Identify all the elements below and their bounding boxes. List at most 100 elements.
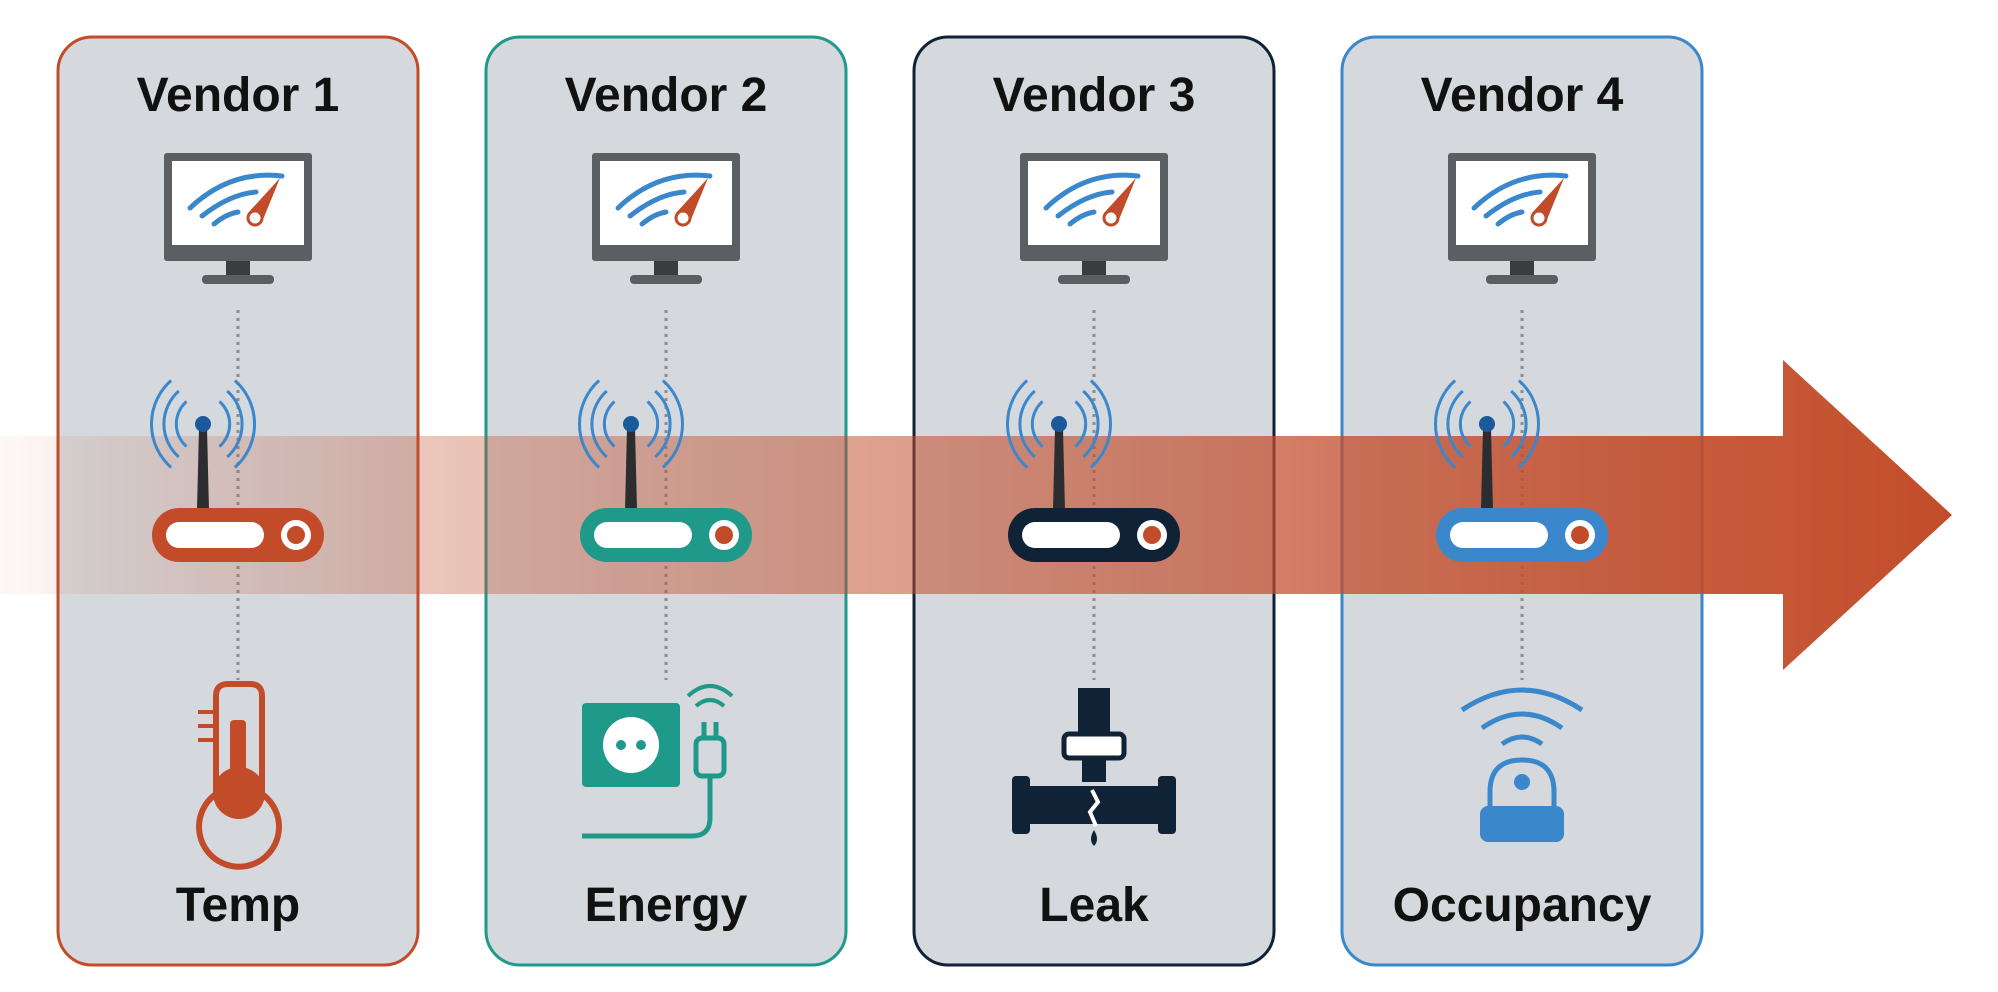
presence-sensor-base bbox=[1480, 806, 1564, 842]
monitor-neck bbox=[226, 261, 250, 277]
pipe-valve-neck bbox=[1082, 758, 1106, 782]
monitor-base bbox=[1058, 275, 1130, 284]
gauge-arc-middle bbox=[199, 189, 259, 219]
vendor-3-title: Vendor 3 bbox=[992, 69, 1196, 122]
presence-wave-inner bbox=[1500, 734, 1544, 747]
presence-wave-middle bbox=[1480, 711, 1564, 731]
gauge-needle-hub bbox=[674, 209, 692, 227]
gauge-arc-outer bbox=[1043, 172, 1141, 211]
vendor-4-monitor-gauge-icon bbox=[1448, 153, 1596, 284]
gauge-arc-inner bbox=[1495, 209, 1525, 227]
vendor-2-title: Vendor 2 bbox=[564, 69, 768, 122]
router-antenna-tip bbox=[1479, 416, 1495, 432]
gauge-arc-inner bbox=[1067, 209, 1097, 227]
router-antenna bbox=[1481, 428, 1493, 510]
vendor-3-sensor-label: Leak bbox=[1039, 879, 1149, 932]
signal-wave-right-3 bbox=[661, 379, 685, 469]
monitor-base bbox=[1486, 275, 1558, 284]
gauge-needle-hub bbox=[1530, 209, 1548, 227]
vendor-2-sensor-label: Energy bbox=[584, 879, 748, 932]
gauge-arc-middle bbox=[627, 189, 687, 219]
router-display bbox=[594, 522, 692, 548]
signal-wave-right-3 bbox=[1089, 379, 1113, 469]
signal-wave-right-3 bbox=[1517, 379, 1541, 469]
vendor-4-presence-sensor-icon bbox=[1460, 687, 1584, 842]
router-antenna-tip bbox=[623, 416, 639, 432]
signal-wave-left-3 bbox=[149, 379, 173, 469]
pipe-valve-collar bbox=[1061, 731, 1127, 761]
router-led bbox=[1571, 526, 1589, 544]
router-antenna bbox=[1053, 428, 1065, 510]
monitor-neck bbox=[654, 261, 678, 277]
router-antenna bbox=[625, 428, 637, 510]
vendor-4-wireless-router-icon bbox=[1433, 379, 1608, 562]
router-led bbox=[1143, 526, 1161, 544]
pipe-flange-left bbox=[1012, 776, 1030, 834]
plug-cable bbox=[582, 776, 713, 839]
pipe-valve-stem bbox=[1078, 688, 1110, 738]
signal-wave-right-2 bbox=[1510, 389, 1528, 459]
router-display bbox=[1022, 522, 1120, 548]
signal-wave-right-1 bbox=[218, 400, 232, 448]
vendor-1-thermometer-icon bbox=[196, 681, 282, 870]
signal-wave-left-1 bbox=[1458, 400, 1472, 448]
signal-wave-left-1 bbox=[174, 400, 188, 448]
vendor-1-wireless-router-icon bbox=[149, 379, 324, 562]
gauge-arc-outer bbox=[187, 172, 285, 211]
water-drop bbox=[1091, 830, 1097, 846]
signal-wave-left-2 bbox=[162, 389, 180, 459]
vendor-2-power-plug-icon bbox=[582, 684, 734, 839]
signal-wave-right-2 bbox=[654, 389, 672, 459]
gauge-arc-middle bbox=[1055, 189, 1115, 219]
thermometer-bulb bbox=[213, 767, 265, 819]
router-led bbox=[287, 526, 305, 544]
signal-wave-right-2 bbox=[1082, 389, 1100, 459]
router-antenna bbox=[197, 428, 209, 510]
vendor-4-title: Vendor 4 bbox=[1420, 69, 1624, 122]
monitor-base bbox=[202, 275, 274, 284]
vendor-1-sensor-label: Temp bbox=[175, 879, 301, 932]
monitor-neck bbox=[1510, 261, 1534, 277]
router-antenna-tip bbox=[195, 416, 211, 432]
signal-wave-right-1 bbox=[1502, 400, 1516, 448]
router-display bbox=[166, 522, 264, 548]
signal-wave-left-1 bbox=[602, 400, 616, 448]
router-led bbox=[715, 526, 733, 544]
router-antenna-tip bbox=[1051, 416, 1067, 432]
gauge-needle-hub bbox=[1102, 209, 1120, 227]
signal-wave-right-1 bbox=[1074, 400, 1088, 448]
presence-sensor-eye bbox=[1514, 774, 1530, 790]
outlet-face bbox=[603, 717, 659, 773]
outlet-hole-right bbox=[636, 740, 646, 750]
vendor-3-pipe-leak-icon bbox=[1012, 688, 1176, 846]
router-display bbox=[1450, 522, 1548, 548]
vendor-2-wireless-router-icon bbox=[577, 379, 752, 562]
signal-wave-left-1 bbox=[1030, 400, 1044, 448]
gauge-arc-outer bbox=[1471, 172, 1569, 211]
vendor-3-wireless-router-icon bbox=[1005, 379, 1180, 562]
presence-wave-outer bbox=[1460, 687, 1584, 713]
plug-signal-outer bbox=[686, 684, 734, 698]
outlet-hole-left bbox=[616, 740, 626, 750]
gauge-arc-middle bbox=[1483, 189, 1543, 219]
pipe-crack bbox=[1087, 789, 1101, 827]
signal-wave-left-2 bbox=[1018, 389, 1036, 459]
pipe-flange-right bbox=[1158, 776, 1176, 834]
presence-sensor-dome bbox=[1487, 757, 1557, 810]
gauge-needle-hub bbox=[246, 209, 264, 227]
monitor-neck bbox=[1082, 261, 1106, 277]
vendor-1-title: Vendor 1 bbox=[136, 69, 340, 122]
vendor-2-monitor-gauge-icon bbox=[592, 153, 740, 284]
icons-layer bbox=[149, 153, 1608, 870]
thermometer-outline bbox=[196, 681, 282, 870]
gauge-arc-inner bbox=[639, 209, 669, 227]
signal-wave-right-2 bbox=[226, 389, 244, 459]
signal-wave-left-3 bbox=[1005, 379, 1029, 469]
gauge-arc-inner bbox=[211, 209, 241, 227]
gauge-arc-outer bbox=[615, 172, 713, 211]
signal-wave-left-3 bbox=[1433, 379, 1457, 469]
signal-wave-right-3 bbox=[233, 379, 257, 469]
vendor-3-monitor-gauge-icon bbox=[1020, 153, 1168, 284]
signal-wave-right-1 bbox=[646, 400, 660, 448]
